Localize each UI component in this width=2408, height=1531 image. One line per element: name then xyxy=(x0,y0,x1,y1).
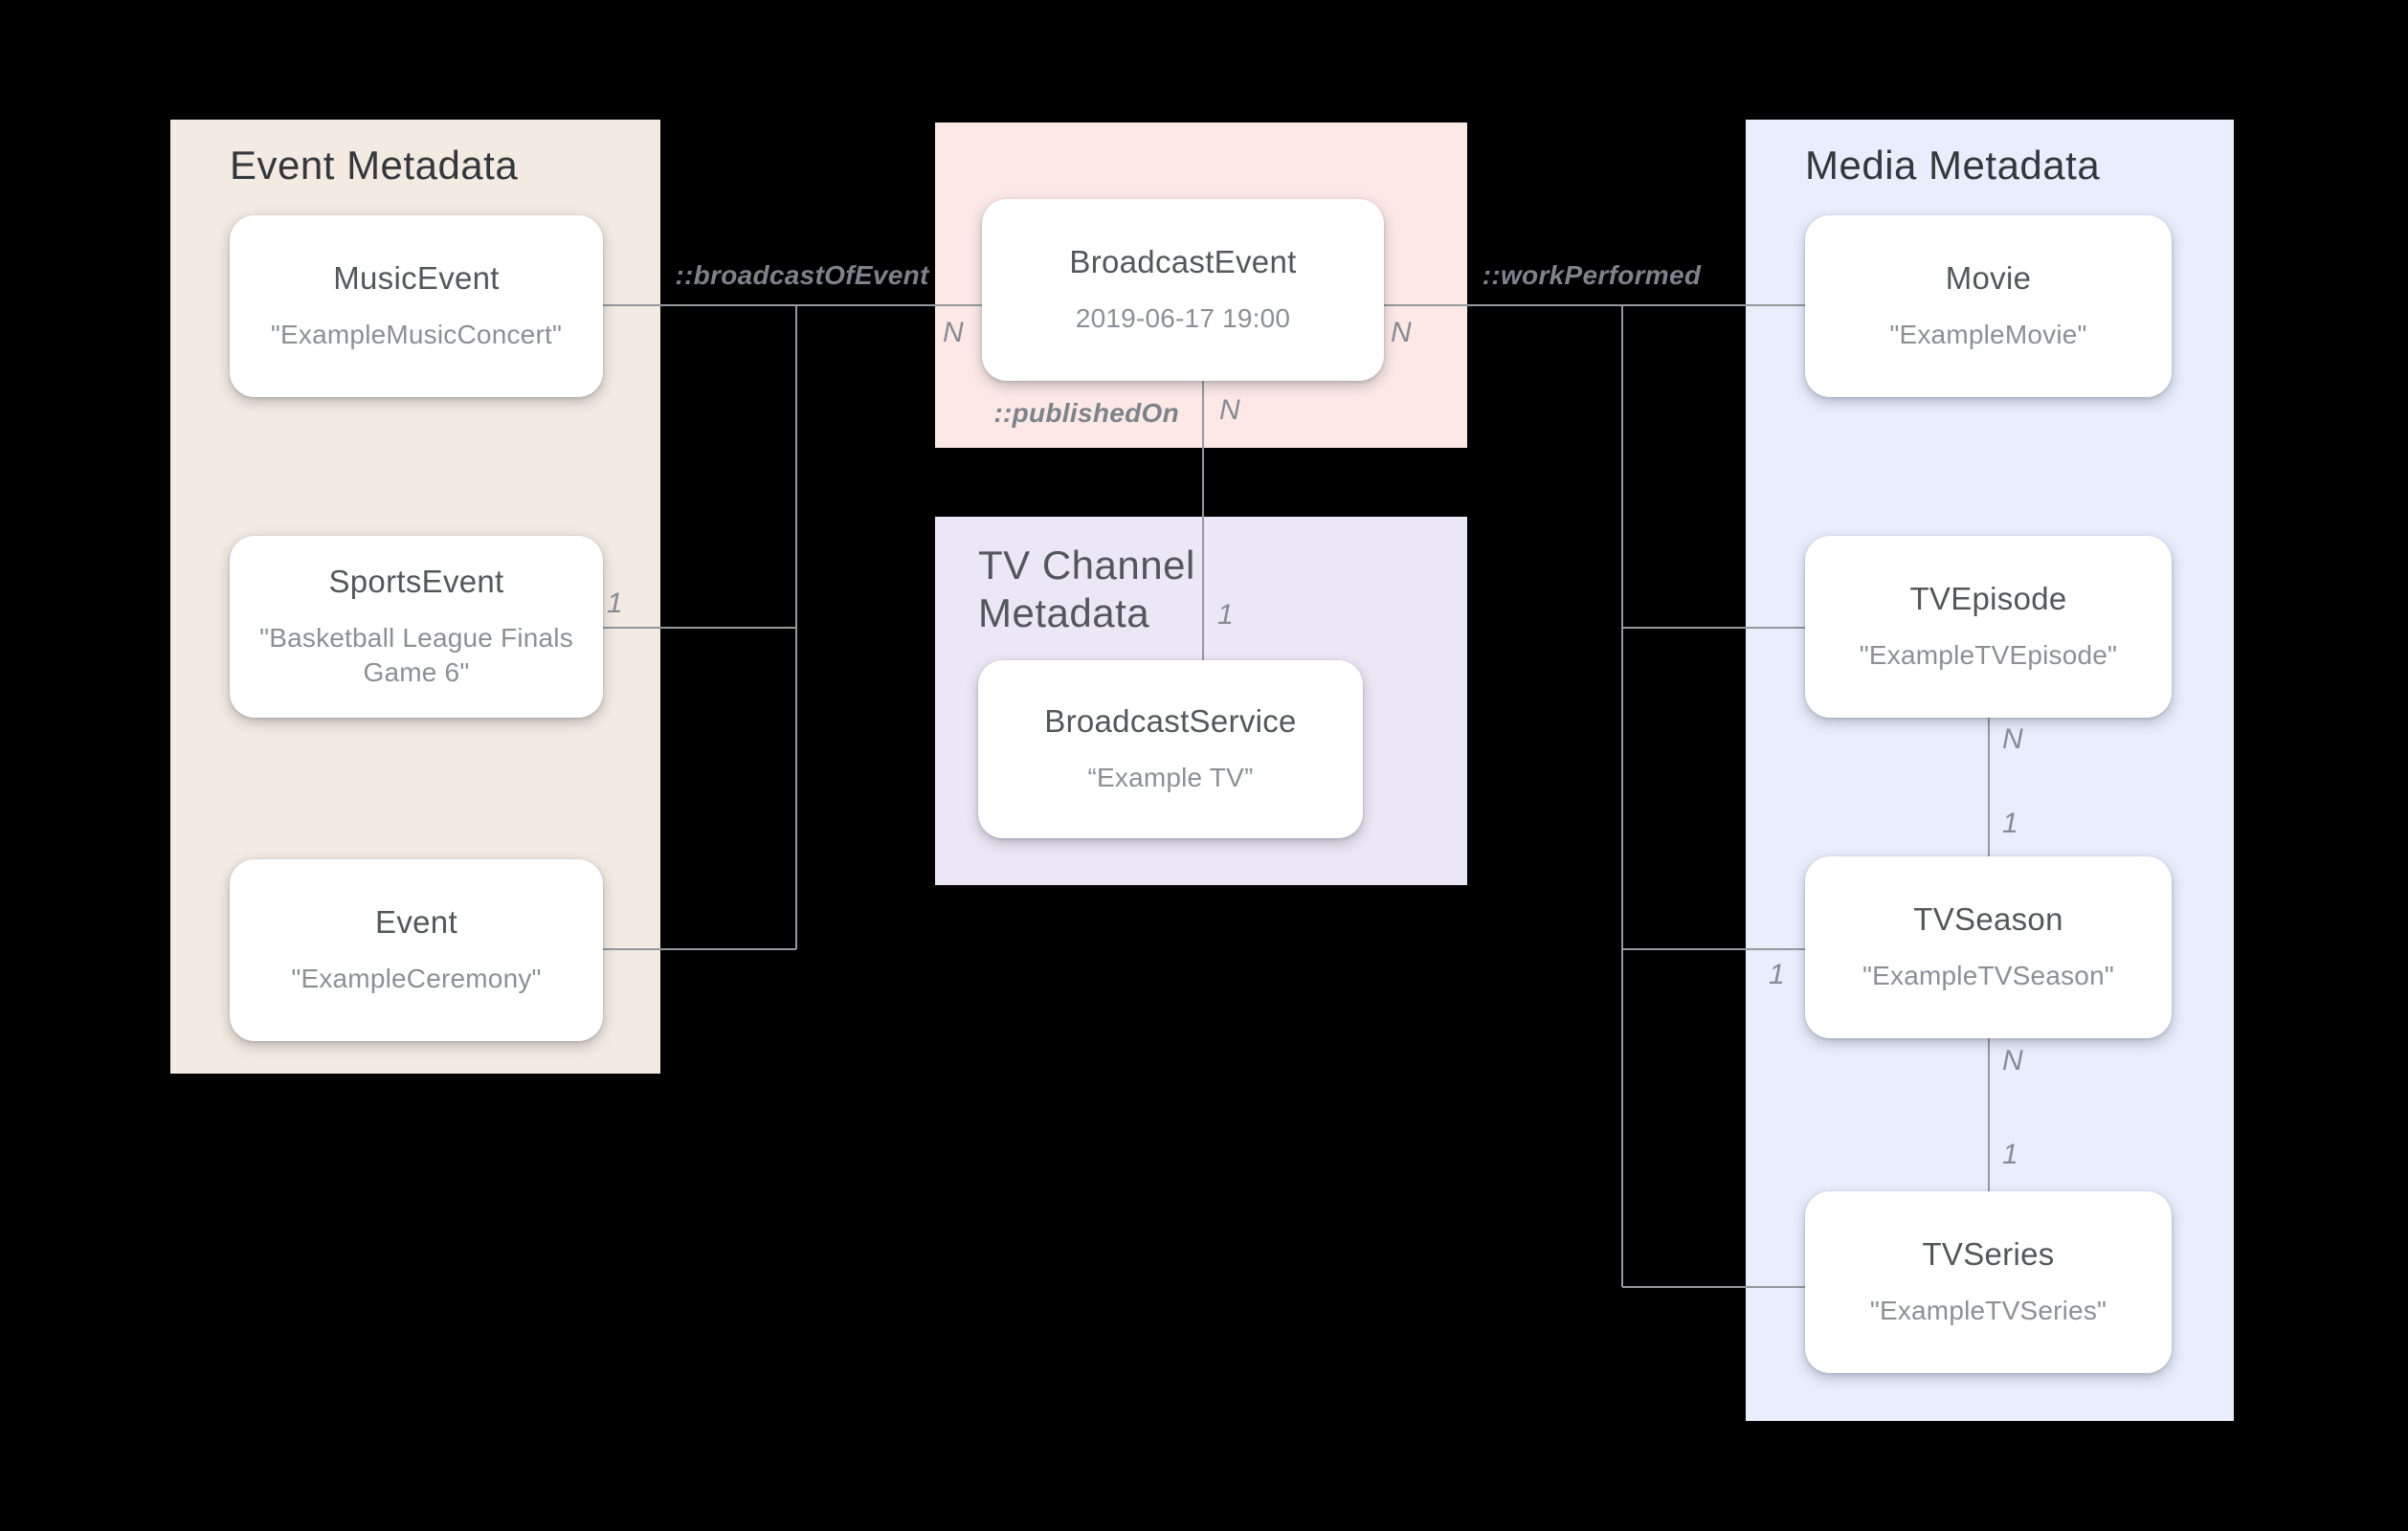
node-title: BroadcastService xyxy=(1044,703,1297,739)
node-sportsevent: SportsEvent "Basketball League Finals Ga… xyxy=(230,536,603,718)
cardinality-publishedon-one: 1 xyxy=(1217,599,1234,631)
media-metadata-panel-title: Media Metadata xyxy=(1805,143,2101,188)
node-tvseason: TVSeason "ExampleTVSeason" xyxy=(1805,856,2172,1038)
node-movie: Movie "ExampleMovie" xyxy=(1805,215,2172,397)
cardinality-season-series-one: 1 xyxy=(2002,1139,2018,1170)
node-event: Event "ExampleCeremony" xyxy=(230,859,603,1041)
node-title: SportsEvent xyxy=(328,564,504,599)
edge-label-workperformed: ::workPerformed xyxy=(1482,260,1702,290)
event-metadata-panel-title: Event Metadata xyxy=(230,143,519,188)
node-title: Movie xyxy=(1945,260,2032,296)
node-subtitle: "ExampleTVSeries" xyxy=(1869,1296,2107,1325)
node-title: BroadcastEvent xyxy=(1069,244,1297,279)
node-broadcastevent: BroadcastEvent 2019-06-17 19:00 xyxy=(982,199,1384,381)
tv-channel-metadata-panel-title: TV Channel Metadata xyxy=(978,543,1195,635)
cardinality-episode-season-one: 1 xyxy=(2002,808,2018,839)
node-title: MusicEvent xyxy=(333,260,500,296)
node-title: TVSeason xyxy=(1913,901,2063,937)
node-subtitle: "ExampleCeremony" xyxy=(291,964,542,993)
node-subtitle: 2019-06-17 19:00 xyxy=(1075,303,1291,333)
cardinality-season-left-one: 1 xyxy=(1769,959,1785,990)
node-subtitle: "ExampleMovie" xyxy=(1889,320,2087,349)
node-title: TVSeries xyxy=(1922,1236,2055,1272)
cardinality-season-series-n: N xyxy=(2002,1045,2023,1076)
node-title: Event xyxy=(375,904,457,940)
cardinality-broadcastevent-left-n: N xyxy=(943,317,964,348)
node-tvseries: TVSeries "ExampleTVSeries" xyxy=(1805,1191,2172,1373)
node-title: TVEpisode xyxy=(1909,581,2067,616)
node-musicevent: MusicEvent "ExampleMusicConcert" xyxy=(230,215,603,397)
node-broadcastservice: BroadcastService “Example TV” xyxy=(978,660,1363,838)
cardinality-episode-season-n: N xyxy=(2002,723,2023,755)
node-subtitle: "ExampleMusicConcert" xyxy=(270,320,563,349)
edge-label-publishedon: ::publishedOn xyxy=(993,398,1179,428)
node-tvepisode: TVEpisode "ExampleTVEpisode" xyxy=(1805,536,2172,718)
cardinality-sportsevent-one: 1 xyxy=(607,588,623,619)
node-subtitle: "ExampleTVEpisode" xyxy=(1859,640,2118,670)
edge-label-broadcastofevent: ::broadcastOfEvent xyxy=(675,260,929,290)
cardinality-publishedon-n: N xyxy=(1219,394,1240,426)
cardinality-broadcastevent-right-n: N xyxy=(1391,317,1412,348)
node-subtitle: “Example TV” xyxy=(1087,763,1254,792)
node-subtitle: "Basketball League Finals Game 6" xyxy=(259,623,573,687)
node-subtitle: "ExampleTVSeason" xyxy=(1862,961,2114,990)
